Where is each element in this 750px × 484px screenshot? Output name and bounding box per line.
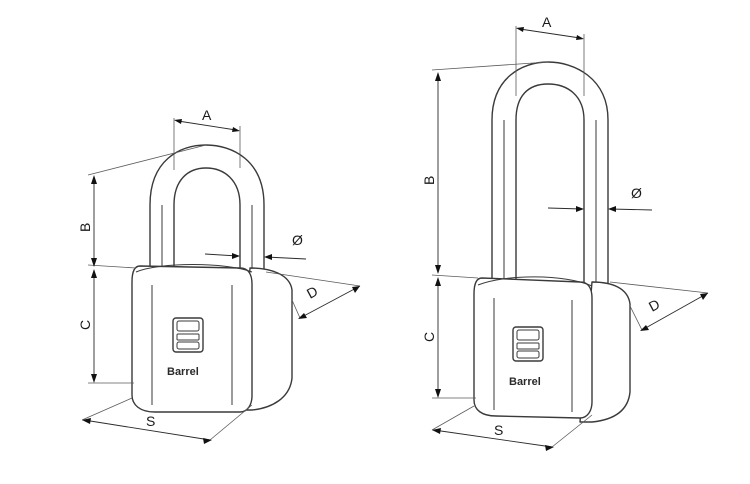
brand-label: Barrel: [167, 366, 199, 378]
svg-text:A: A: [542, 14, 552, 30]
dimension-b-long: B: [421, 61, 549, 279]
svg-text:D: D: [304, 283, 320, 302]
svg-text:C: C: [421, 332, 437, 342]
svg-text:B: B: [77, 223, 93, 232]
dimension-c-long: C: [421, 277, 476, 399]
svg-text:C: C: [77, 320, 93, 330]
dimension-a-long: A: [515, 14, 585, 96]
dimension-a: A: [173, 107, 241, 170]
svg-text:B: B: [421, 176, 437, 185]
dimension-diameter-long: Ø: [547, 185, 653, 212]
padlock-standard-shackle: Barrel A B C: [77, 107, 361, 444]
dimension-s-long: S: [431, 405, 593, 451]
dimension-b: B: [77, 144, 207, 269]
keyhole-cover-long: [512, 326, 544, 362]
svg-text:S: S: [146, 413, 155, 429]
dimension-d-long: D: [609, 281, 709, 331]
svg-text:Ø: Ø: [631, 185, 642, 201]
brand-label-long: Barrel: [509, 376, 541, 388]
svg-text:D: D: [646, 296, 662, 315]
shackle-long: [491, 61, 609, 299]
dimension-diameter: Ø: [204, 232, 307, 260]
svg-text:S: S: [494, 422, 503, 438]
dimension-c: C: [77, 269, 134, 384]
keyhole-cover: [172, 317, 204, 353]
svg-text:A: A: [202, 107, 212, 123]
padlock-long-shackle: Barrel A B C: [421, 14, 709, 451]
lock-body-side: [239, 267, 293, 411]
svg-text:Ø: Ø: [292, 232, 303, 248]
dimension-s: S: [81, 397, 253, 444]
